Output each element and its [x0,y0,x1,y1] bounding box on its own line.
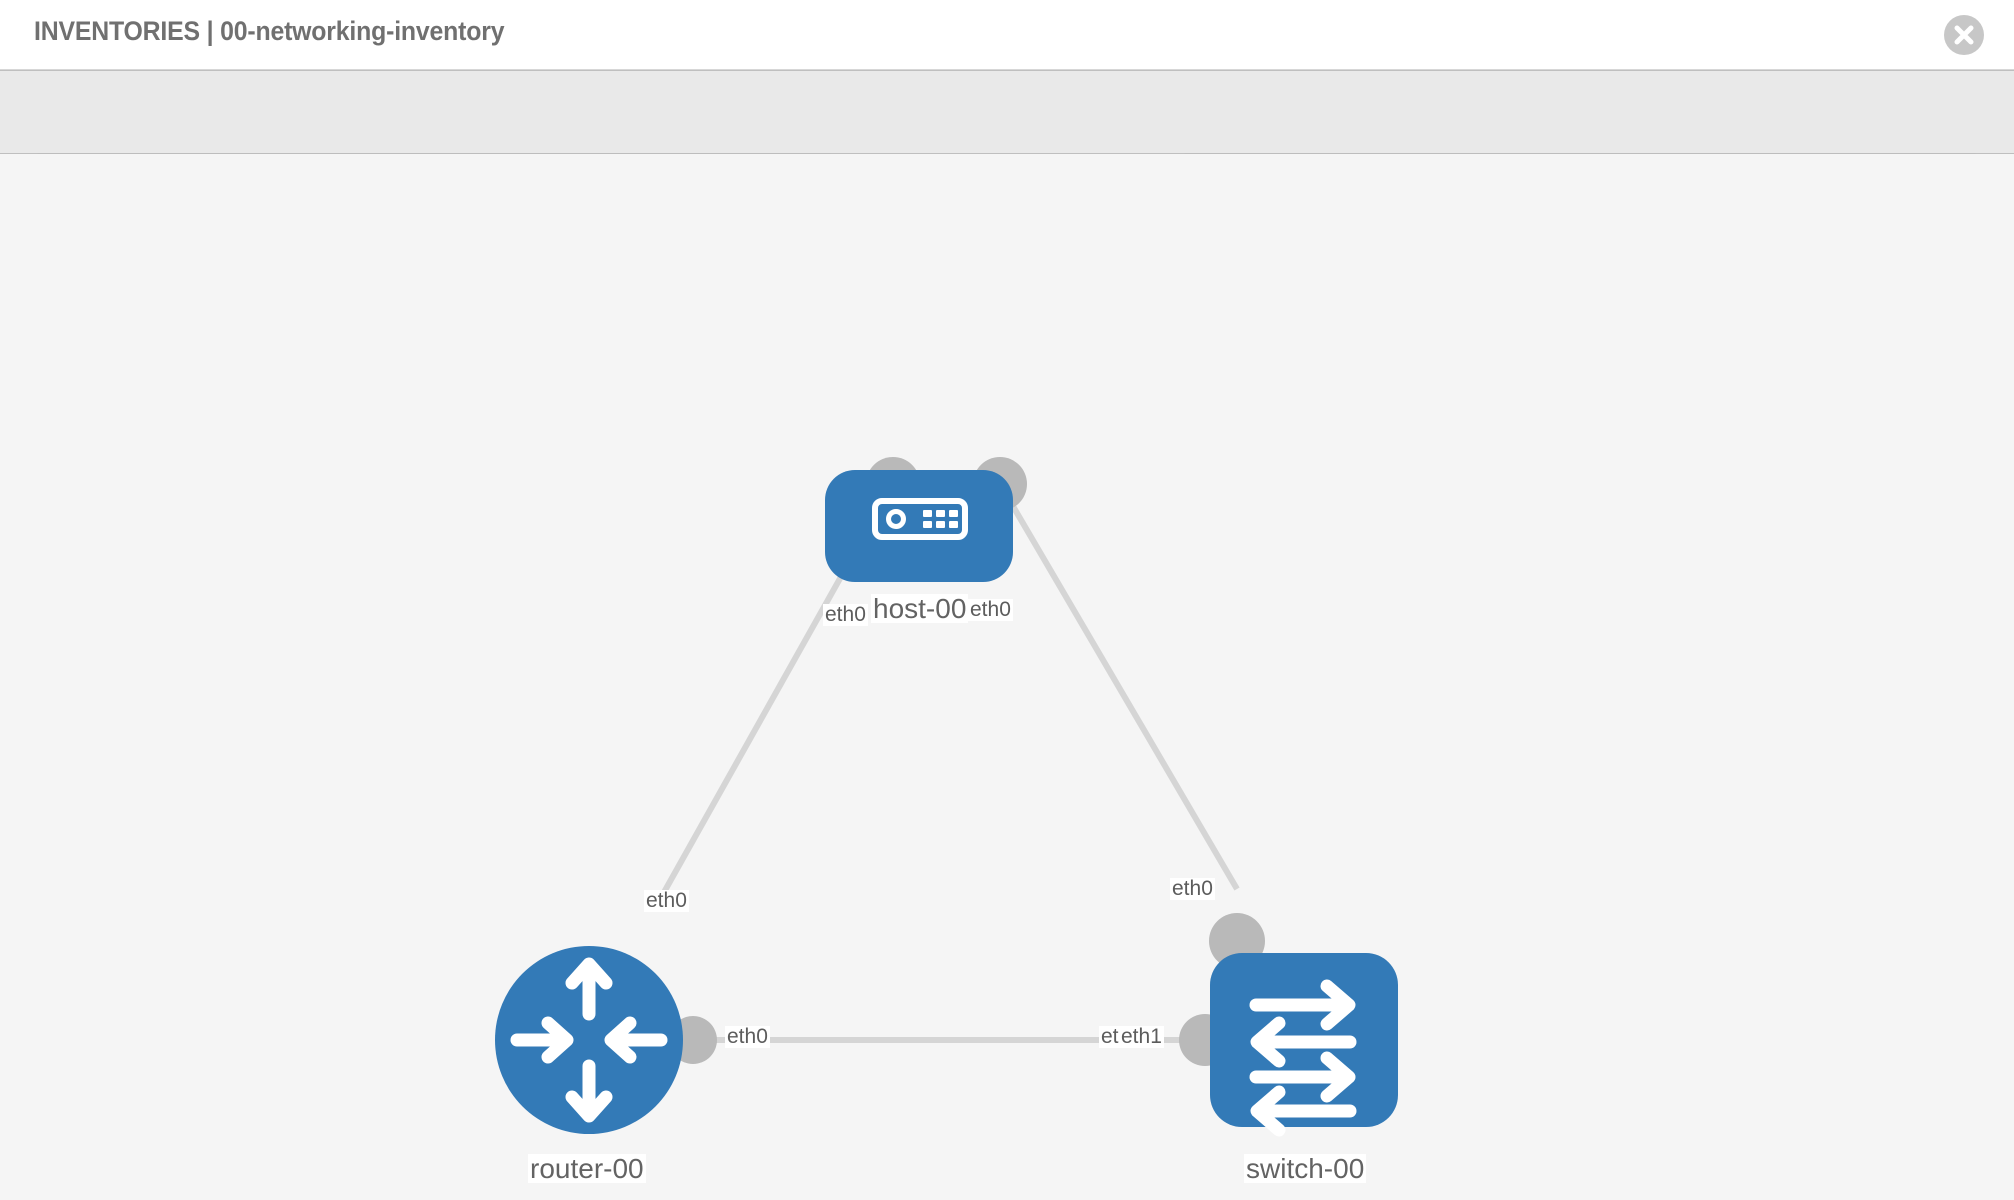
router-four-arrows-icon [510,957,668,1123]
host-left-port-label: eth0 [823,603,868,627]
router-right-port-label: eth0 [725,1025,770,1049]
topology-toolbar: ACTIONS SEARCH [0,70,2014,211]
link-host-switch [997,482,1240,891]
host-node-label: host-00 [871,593,969,624]
page-title: INVENTORIES | 00-networking-inventory [34,16,505,46]
node-host-00[interactable] [825,470,1013,582]
switch-left-port-label-eth1: eth1 [1119,1025,1164,1049]
node-switch-00[interactable] [1210,953,1398,1137]
close-icon[interactable] [1944,15,1984,55]
topology-canvas[interactable]: eth0 eth0 eth0 eth0 eth0 eth0 eth1 host-… [0,154,2014,1200]
node-router-00[interactable] [495,946,683,1134]
router-node-label: router-00 [528,1153,646,1184]
router-up-port-label: eth0 [644,889,689,913]
topology-graph [495,457,1398,1137]
server-device-icon [872,498,968,540]
page-header: INVENTORIES | 00-networking-inventory [0,0,2014,70]
switch-node-label: switch-00 [1244,1153,1367,1184]
switch-arrows-icon [1249,979,1357,1137]
host-right-port-label: eth0 [968,598,1013,622]
switch-up-port-label: eth0 [1170,877,1215,901]
